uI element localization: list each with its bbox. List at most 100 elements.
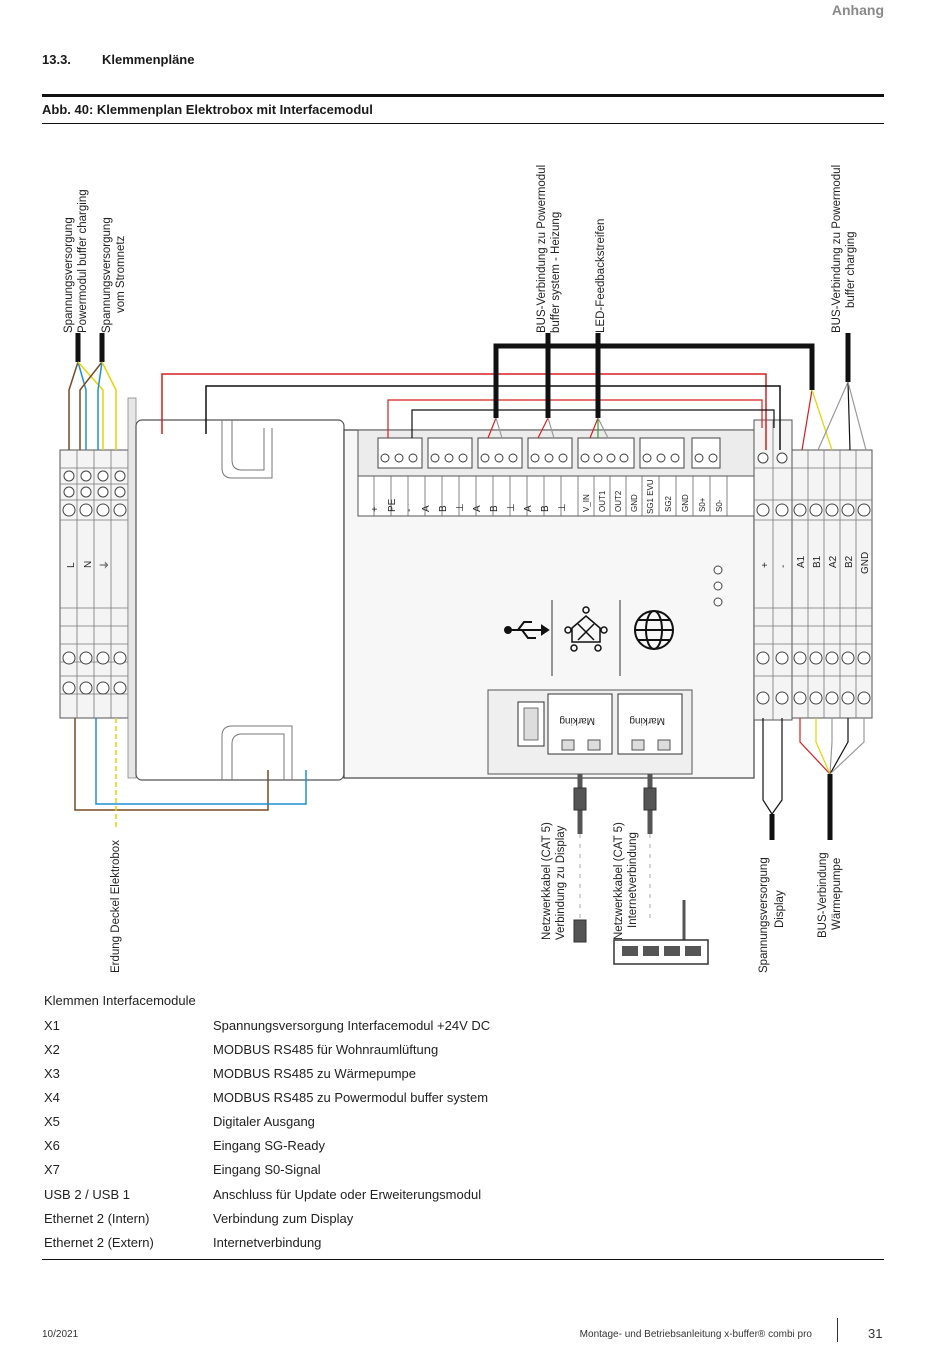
rj45-connector-icon <box>573 787 657 943</box>
legend-key: Ethernet 2 (Intern) <box>44 1211 150 1226</box>
header-section-label: Anhang <box>831 2 884 18</box>
svg-text:BUS-Verbindung: BUS-Verbindung <box>817 852 829 938</box>
svg-text:B: B <box>438 505 449 512</box>
left-terminal-labels: L N ⏚ <box>66 560 111 570</box>
svg-text:⏚: ⏚ <box>99 560 111 570</box>
footer-date: 10/2021 <box>42 1329 79 1340</box>
usb-icon <box>504 621 550 639</box>
legend-row: X3 MODBUS RS485 zu Wärmepumpe <box>44 1066 844 1090</box>
svg-text:B: B <box>540 505 551 512</box>
svg-text:BUS-Verbindung zu Powermodul: BUS-Verbindung zu Powermodul <box>831 165 843 333</box>
page-number: 31 <box>868 1326 883 1341</box>
svg-text:PE: PE <box>387 498 398 512</box>
interface-module: + PE - A B ⊥ A B ⊥ A B ⊥ V_IN OUT1 OUT2 … <box>343 429 755 779</box>
svg-text:SG2: SG2 <box>664 495 673 512</box>
svg-text:Marking: Marking <box>629 715 665 726</box>
legend-row: X6 Eingang SG-Ready <box>44 1138 844 1162</box>
svg-text:V_IN: V_IN <box>582 494 591 512</box>
diagram-labels: Spannungsversorgung Powermodul buffer ch… <box>63 165 857 973</box>
network-house-icon <box>564 606 608 652</box>
legend-value: MODBUS RS485 zu Wärmepumpe <box>213 1066 417 1081</box>
legend-value: Verbindung zum Display <box>213 1211 354 1226</box>
divider-top <box>42 94 884 97</box>
svg-text:Spannungsversorgung: Spannungsversorgung <box>101 217 113 333</box>
module-terminal-labels: + PE - A B ⊥ A B ⊥ A B ⊥ V_IN OUT1 OUT2 … <box>370 479 724 514</box>
svg-text:B2: B2 <box>844 555 855 568</box>
legend-value: MODBUS RS485 zu Powermodul buffer system <box>213 1090 489 1105</box>
svg-text:L: L <box>66 562 77 568</box>
svg-text:N: N <box>83 561 94 568</box>
din-rail <box>127 397 137 779</box>
router-icon <box>613 900 709 965</box>
legend-key: X6 <box>44 1138 60 1153</box>
svg-text:A2: A2 <box>828 555 839 568</box>
legend-value: Eingang S0-Signal <box>213 1162 321 1177</box>
svg-text:buffer charging: buffer charging <box>845 231 857 308</box>
svg-text:-: - <box>778 565 789 568</box>
svg-text:Erdung Deckel Elektrobox: Erdung Deckel Elektrobox <box>110 840 122 973</box>
legend-row: Ethernet 2 (Intern) Verbindung zum Displ… <box>44 1211 844 1235</box>
usb-port <box>517 701 545 747</box>
ethernet-port-1: Marking <box>547 693 613 755</box>
svg-text:Netzwerkkabel (CAT 5): Netzwerkkabel (CAT 5) <box>541 822 553 940</box>
svg-text:Internetverbindung: Internetverbindung <box>627 832 639 928</box>
legend-key: X5 <box>44 1114 60 1129</box>
legend-key: X7 <box>44 1162 60 1177</box>
footer-divider <box>837 1318 838 1342</box>
svg-text:Powermodul buffer charging: Powermodul buffer charging <box>77 189 89 333</box>
svg-text:vom Stromnetz: vom Stromnetz <box>115 235 127 313</box>
legend-key: Ethernet 2 (Extern) <box>44 1235 154 1250</box>
svg-text:B: B <box>489 505 500 512</box>
legend-value: Internetverbindung <box>213 1235 322 1250</box>
legend-row: X7 Eingang S0-Signal <box>44 1162 844 1186</box>
right-terminal-labels: + - A1 B1 A2 B2 GND <box>760 552 871 574</box>
legend-value: MODBUS RS485 für Wohnraumlüftung <box>213 1042 439 1057</box>
svg-text:A: A <box>472 505 483 512</box>
legend-row: USB 2 / USB 1 Anschluss für Update oder … <box>44 1187 844 1211</box>
left-terminal-block: L N ⏚ <box>59 449 129 719</box>
svg-text:Netzwerkkabel (CAT 5): Netzwerkkabel (CAT 5) <box>613 822 625 940</box>
globe-icon <box>634 610 674 650</box>
svg-text:A: A <box>523 505 534 512</box>
svg-text:⊥: ⊥ <box>455 503 466 512</box>
legend-key: X2 <box>44 1042 60 1057</box>
svg-text:buffer system - Heizung: buffer system - Heizung <box>550 212 562 333</box>
svg-text:GND: GND <box>860 552 871 574</box>
svg-text:BUS-Verbindung zu Powermodul: BUS-Verbindung zu Powermodul <box>536 165 548 333</box>
legend-value: Digitaler Ausgang <box>213 1114 315 1129</box>
legend-row: Ethernet 2 (Extern) Internetverbindung <box>44 1235 844 1259</box>
divider-figure <box>42 123 884 124</box>
svg-text:LED-Feedbackstreifen: LED-Feedbackstreifen <box>595 219 607 333</box>
legend-key: X4 <box>44 1090 60 1105</box>
legend-heading: Klemmen Interfacemodule <box>44 993 196 1008</box>
svg-text:Wärmepumpe: Wärmepumpe <box>831 858 843 930</box>
svg-text:SG1 EVU: SG1 EVU <box>646 479 655 514</box>
legend-value: Spannungsversorgung Interfacemodul +24V … <box>213 1018 491 1033</box>
svg-text:B1: B1 <box>812 555 823 568</box>
svg-text:S0-: S0- <box>715 499 724 512</box>
svg-text:OUT2: OUT2 <box>614 490 623 512</box>
svg-text:OUT1: OUT1 <box>598 490 607 512</box>
legend-key: X1 <box>44 1018 60 1033</box>
svg-text:+: + <box>760 562 771 568</box>
svg-text:Marking: Marking <box>559 715 595 726</box>
svg-text:Verbindung zu Display: Verbindung zu Display <box>555 825 567 940</box>
status-led-icons <box>713 565 723 607</box>
svg-text:Display: Display <box>774 890 786 928</box>
footer-manual-title: Montage- und Betriebsanleitung x-buffer®… <box>579 1329 812 1340</box>
svg-text:⊥: ⊥ <box>557 503 568 512</box>
wiring-diagram: L N ⏚ <box>59 165 873 973</box>
ethernet-port-2: Marking <box>617 693 683 755</box>
svg-text:+: + <box>370 506 381 512</box>
legend-value: Anschluss für Update oder Erweiterungsmo… <box>213 1187 482 1202</box>
wires <box>68 333 867 918</box>
figure-title: Abb. 40: Klemmenplan Elektrobox mit Inte… <box>42 102 373 117</box>
svg-text:S0+: S0+ <box>698 497 707 512</box>
right-terminal-block: + - A1 B1 A2 B2 GND <box>753 419 873 721</box>
svg-text:⊥: ⊥ <box>506 503 517 512</box>
svg-text:A: A <box>421 505 432 512</box>
legend-key: USB 2 / USB 1 <box>44 1187 130 1202</box>
legend-row: X5 Digitaler Ausgang <box>44 1114 844 1138</box>
svg-text:GND: GND <box>681 494 690 512</box>
section-title: Klemmenpläne <box>102 52 195 67</box>
